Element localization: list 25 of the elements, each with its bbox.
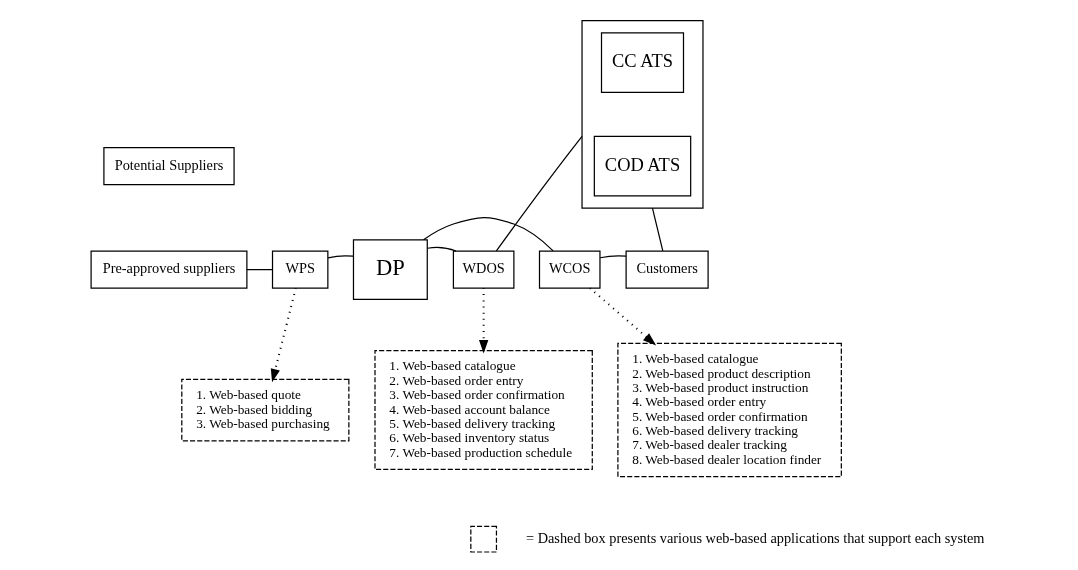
arrow: [270, 287, 297, 383]
arrow: [478, 288, 488, 354]
connector: [426, 246, 457, 252]
node-box: COD ATS: [593, 135, 691, 197]
legend-label: = Dashed box presents various web-based applications that support each system: [525, 529, 984, 546]
node-box: WCOS: [538, 250, 601, 289]
node-box: CC ATS: [600, 32, 684, 93]
node-box: DP: [352, 239, 428, 300]
node-box: WDOS: [452, 250, 514, 289]
node-box: Pre-approved suppliers: [90, 250, 247, 289]
node-box: WPS: [271, 250, 328, 289]
cluster: [580, 19, 704, 209]
node-box: Customers: [625, 250, 709, 289]
connector: [245, 269, 273, 271]
node-box: 1. Web-based catalogue 2. Web-based product description 3. Web-based product instruction 4. Web-based order entry 5. Web-based order confirmation 6. Web-based delivery tracking 7. Web-based dealer tracking 8. Web-based dealer location finder: [616, 342, 842, 478]
node-box: Potential Suppliers: [102, 147, 235, 186]
node-box: 1. Web-based quote 2. Web-based bidding 3. Web-based purchasing: [180, 378, 349, 442]
connector: [422, 216, 554, 252]
connector: [599, 255, 627, 259]
node-box: [469, 525, 497, 553]
node-box: 1. Web-based catalogue 2. Web-based order entry 3. Web-based order confirmation 4. Web-based account balance 5. Web-based delivery tracking 6. Web-based inventory status 7. Web-based production schedule: [373, 349, 593, 471]
arrow: [588, 287, 656, 346]
connector: [495, 135, 583, 252]
connector: [651, 207, 663, 252]
connector: [326, 255, 354, 259]
